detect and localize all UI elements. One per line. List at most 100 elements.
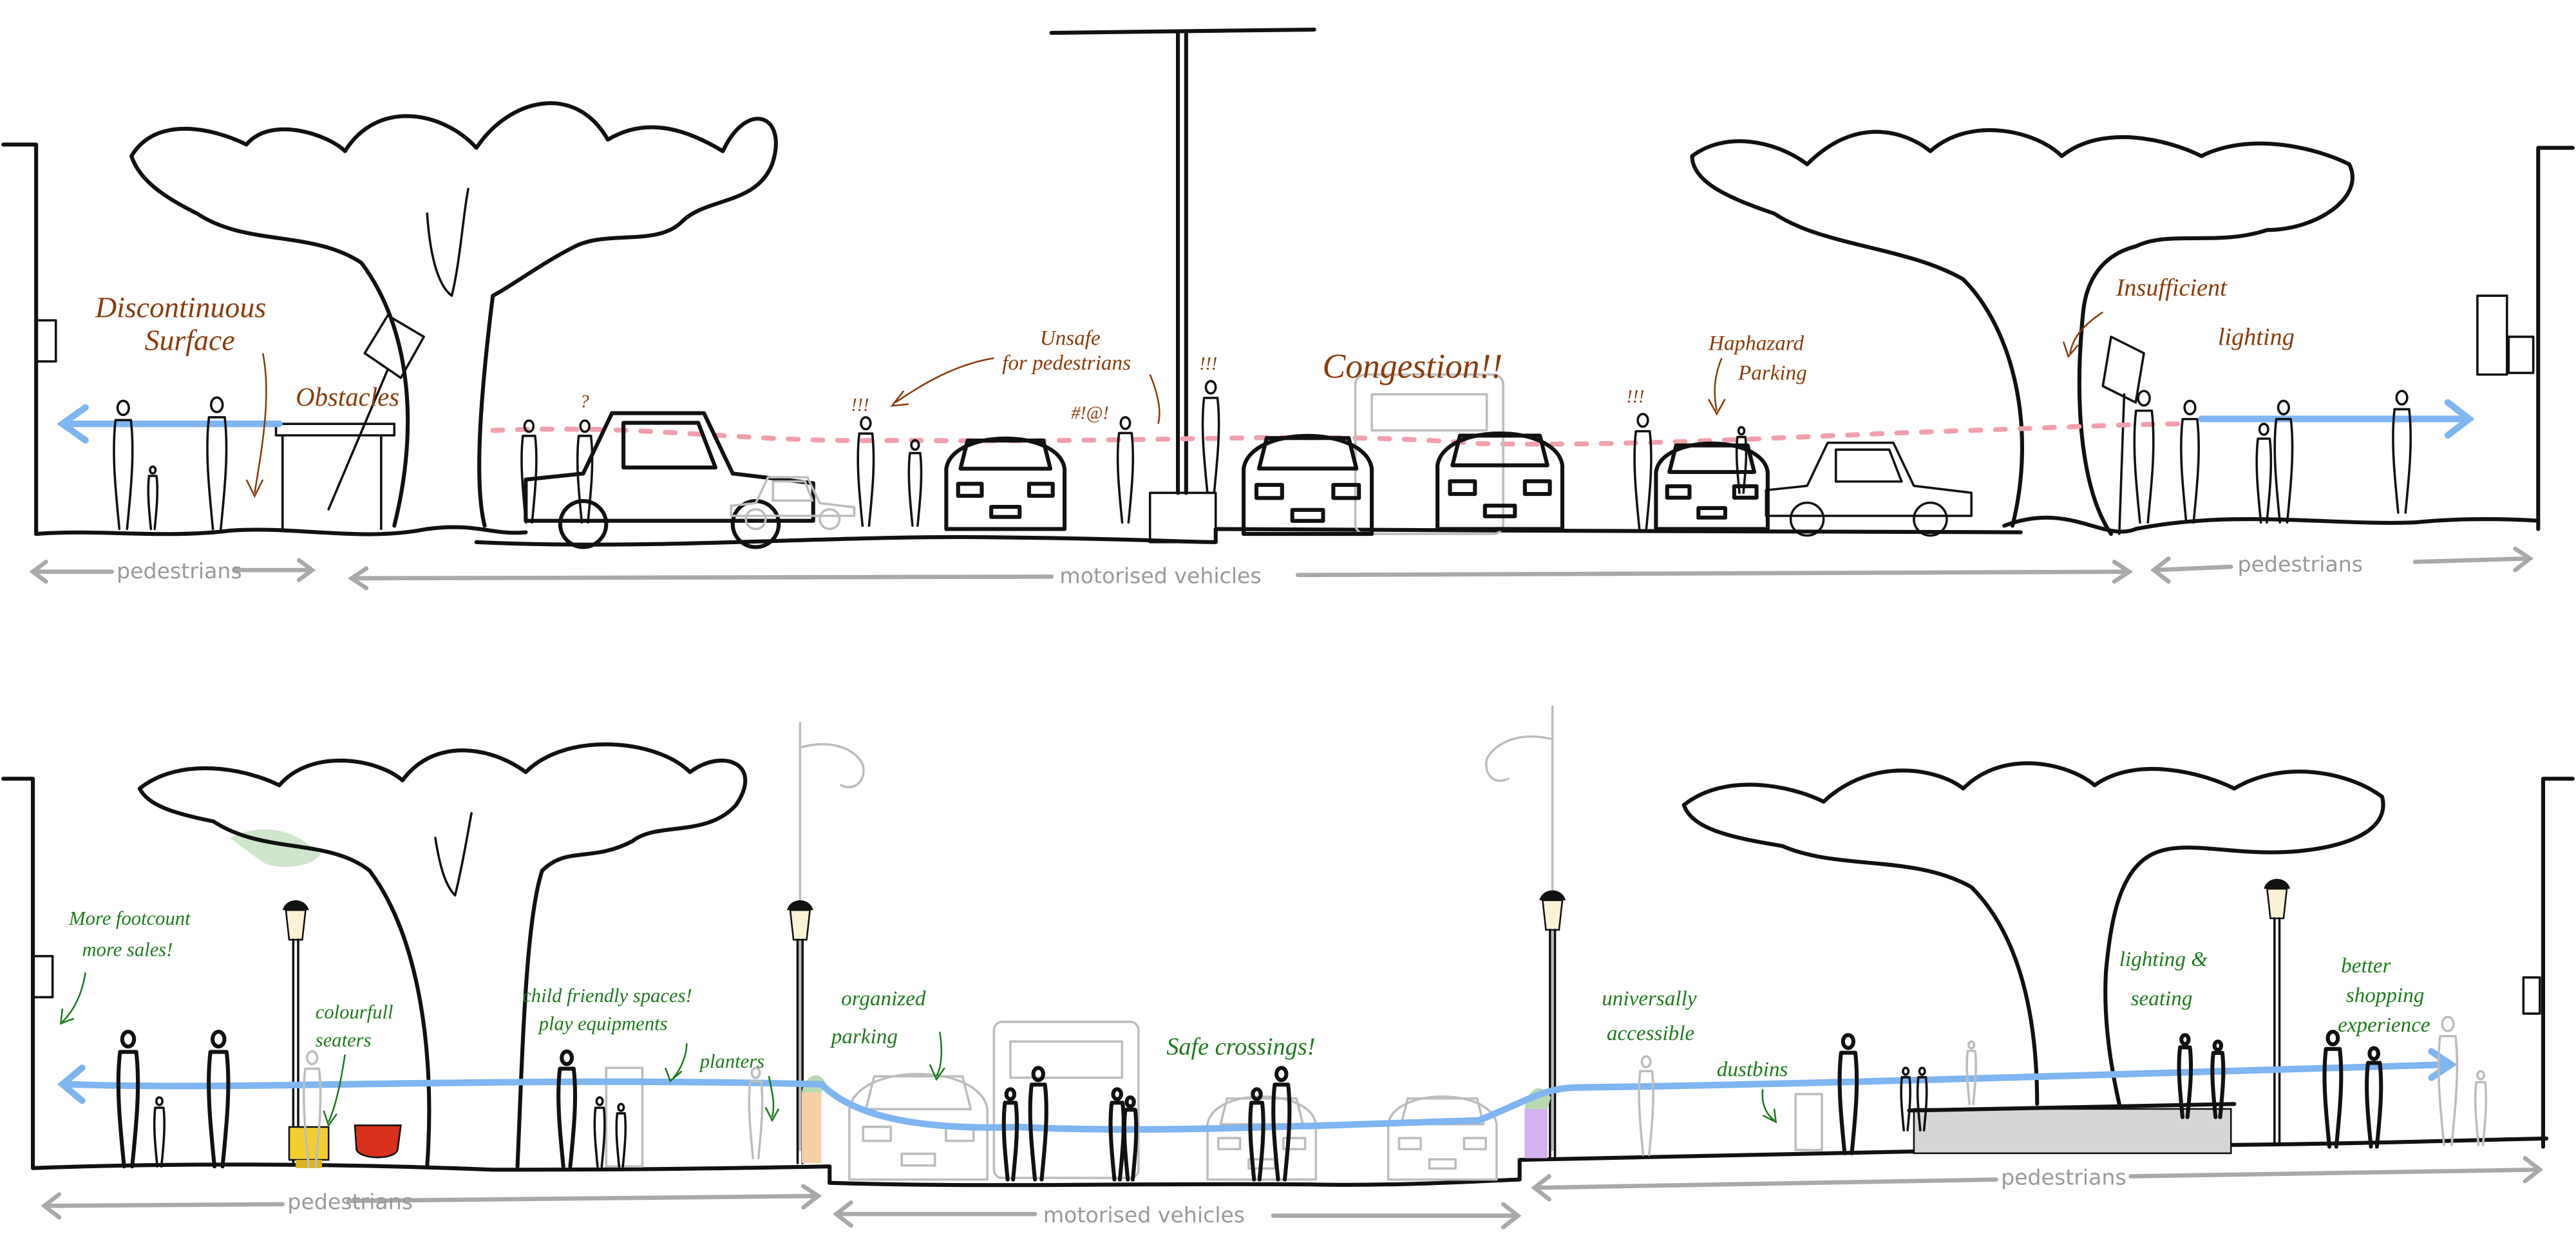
street-lamp bbox=[2264, 878, 2291, 1143]
annotations-proposed: More footcount more sales! colourfull se… bbox=[59, 907, 2430, 1128]
insufficient-lighting-sign bbox=[2101, 336, 2145, 535]
planter-right bbox=[1524, 1108, 1548, 1159]
street-lamps bbox=[282, 878, 2291, 1164]
person-figure bbox=[1116, 416, 1135, 524]
person-figure bbox=[1965, 1040, 1978, 1106]
person-figure bbox=[113, 399, 134, 531]
arrow-discontinuous bbox=[245, 353, 267, 498]
note-lighting-seating: lighting & seating bbox=[2119, 947, 2213, 1010]
dim-label-right-pedestrians: pedestrians bbox=[2237, 552, 2363, 577]
arrow-parking bbox=[929, 1031, 945, 1081]
existing-street-section: Discontinuous Surface Obstacles Unsafe f… bbox=[1, 27, 2575, 591]
person-figure bbox=[857, 416, 875, 527]
person-figure bbox=[2437, 1016, 2459, 1146]
car-side-view bbox=[730, 476, 856, 531]
person-figure bbox=[593, 1096, 606, 1168]
left-sidewalk-ground bbox=[30, 1162, 832, 1185]
person-figure bbox=[1900, 1066, 1911, 1132]
pedestrian-path-right bbox=[2198, 399, 2475, 439]
person-figure bbox=[116, 1029, 140, 1169]
arrow-unsafe bbox=[890, 357, 1160, 424]
right-building-wall bbox=[2541, 777, 2575, 1149]
note-universally-accessible: universally accessible bbox=[1602, 987, 1702, 1045]
note-more-footcount: More footcount more sales! bbox=[68, 907, 195, 960]
arrow-dustbins bbox=[1761, 1089, 1777, 1124]
left-shop-sign bbox=[35, 319, 57, 363]
person-figure bbox=[1122, 1095, 1139, 1182]
exclaim-cursing: #!@! bbox=[1071, 404, 1109, 424]
exclaim-alarm-3: !!! bbox=[1626, 387, 1644, 407]
person-figure bbox=[1271, 1066, 1292, 1182]
red-seater bbox=[354, 1124, 402, 1159]
person-figure bbox=[2180, 399, 2200, 524]
left-tree bbox=[137, 742, 748, 1169]
right-shop-sign bbox=[2476, 294, 2508, 376]
car-front-view bbox=[1387, 1095, 1498, 1181]
person-figure bbox=[1201, 380, 1220, 495]
arrow-footcount bbox=[59, 972, 86, 1025]
dim-label-motorised-vehicles: motorised vehicles bbox=[1043, 1202, 1245, 1227]
conflict-path bbox=[490, 421, 2188, 447]
right-shop-sign-2 bbox=[2507, 336, 2535, 374]
person-figure bbox=[2365, 1046, 2383, 1149]
person-figure bbox=[2322, 1029, 2344, 1149]
person-figure bbox=[1735, 426, 1748, 495]
person-figure bbox=[1028, 1066, 1048, 1182]
note-obstacles: Obstacles bbox=[296, 383, 399, 412]
person-figure bbox=[2273, 399, 2294, 524]
person-figure bbox=[1837, 1033, 1859, 1155]
note-better-shopping: better shopping experience bbox=[2338, 954, 2430, 1037]
person-figure bbox=[2133, 390, 2155, 524]
arrow-lighting bbox=[2062, 311, 2103, 359]
dimension-lines-existing: pedestrians motorised vehicles pedestria… bbox=[29, 546, 2534, 591]
dim-label-right-pedestrians: pedestrians bbox=[2001, 1164, 2126, 1189]
person-figure bbox=[147, 465, 159, 531]
planter-left bbox=[801, 1092, 822, 1164]
street-lamp bbox=[1539, 890, 1566, 1158]
exclaim-alarm-1: !!! bbox=[851, 395, 869, 415]
person-figure bbox=[2255, 422, 2273, 524]
street-lamp bbox=[786, 900, 813, 1164]
person-figure bbox=[520, 419, 538, 524]
note-colourfull-seaters: colourfull seaters bbox=[316, 1001, 398, 1051]
left-sidewalk-ground bbox=[34, 525, 528, 536]
right-tree bbox=[1690, 128, 2354, 536]
person-figure bbox=[302, 1050, 322, 1168]
exclaim-alarm-2: !!! bbox=[1199, 354, 1217, 374]
road-ground bbox=[474, 527, 2023, 547]
right-shop-sign bbox=[2522, 976, 2541, 1015]
right-tree bbox=[1681, 761, 2385, 1106]
street-lamp bbox=[282, 900, 309, 1164]
left-tree bbox=[129, 101, 778, 528]
note-organized-parking: organized parking bbox=[830, 987, 931, 1048]
person-figure bbox=[907, 439, 923, 527]
car-side-view bbox=[1765, 441, 1973, 537]
person-figure bbox=[1108, 1087, 1126, 1182]
person-figure bbox=[1916, 1066, 1928, 1132]
annotations-existing: Discontinuous Surface Obstacles Unsafe f… bbox=[95, 274, 2295, 498]
exclaim-question: ? bbox=[580, 392, 589, 412]
note-planters: planters bbox=[699, 1050, 764, 1072]
note-dustbins: dustbins bbox=[1717, 1057, 1788, 1081]
arrow-seaters bbox=[323, 1054, 346, 1128]
right-sidewalk-ground bbox=[2002, 515, 2541, 534]
yellow-seater bbox=[288, 1126, 330, 1161]
pedestrian-path-left bbox=[57, 404, 283, 444]
person-figure bbox=[1638, 1055, 1654, 1157]
person-figure bbox=[1248, 1087, 1265, 1182]
arrow-child-friendly bbox=[664, 1043, 688, 1083]
car-front-view bbox=[944, 436, 1067, 531]
dustbin bbox=[1794, 1093, 1823, 1151]
person-figure bbox=[1001, 1087, 1019, 1182]
arrow-haphazard bbox=[1707, 357, 1726, 416]
pedestrians-proposed bbox=[116, 1016, 2488, 1182]
proposed-street-section: More footcount more sales! colourfull se… bbox=[1, 705, 2575, 1229]
obstacle-sign-board bbox=[327, 314, 425, 511]
background-truck bbox=[992, 1020, 1140, 1179]
dim-label-motorised-vehicles: motorised vehicles bbox=[1059, 563, 1261, 589]
note-insufficient-lighting: Insufficient lighting bbox=[2116, 274, 2295, 351]
person-figure bbox=[2210, 1039, 2226, 1119]
person-figure bbox=[576, 419, 594, 524]
car-front-view bbox=[1242, 433, 1374, 536]
